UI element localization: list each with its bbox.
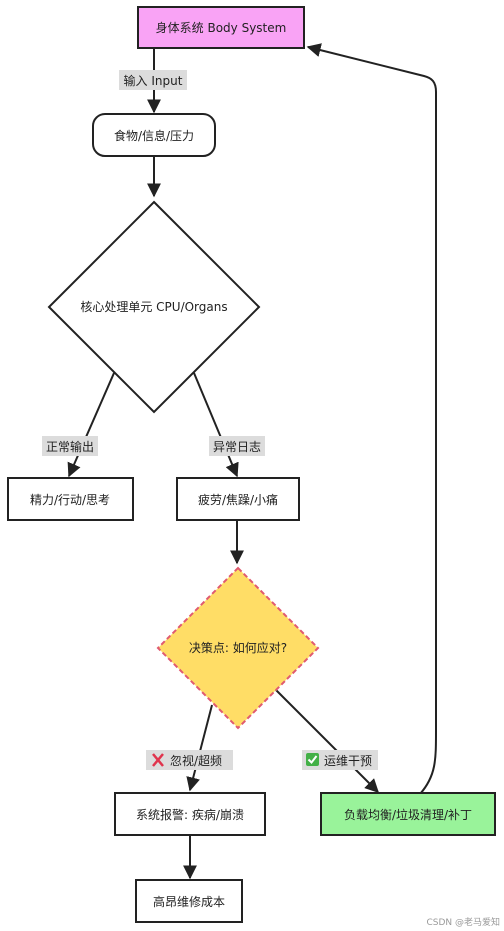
- normal-label: 正常输出: [46, 439, 94, 454]
- ops-label-bg: [302, 750, 378, 770]
- node-abnormal: 疲劳/焦躁/小痛: [176, 477, 300, 521]
- node-core: 核心处理单元 CPU/Organs: [47, 200, 261, 414]
- edges: [67, 43, 437, 880]
- node-input: 食物/信息/压力: [92, 113, 216, 157]
- node-normal: 精力/行动/思考: [7, 477, 134, 521]
- node-input-label: 食物/信息/压力: [114, 128, 194, 143]
- node-decision: 决策点: 如何应对?: [156, 566, 320, 730]
- edge-balance-to-body: [306, 43, 437, 795]
- abnormal-label-bg: [209, 436, 265, 456]
- node-body-system: 身体系统 Body System: [137, 6, 305, 49]
- input-label-bg: [119, 70, 187, 90]
- node-core-label: 核心处理单元 CPU/Organs: [80, 300, 227, 314]
- node-balance-label: 负载均衡/垃圾清理/补丁: [344, 807, 472, 822]
- node-body-system-label: 身体系统 Body System: [156, 20, 287, 35]
- edge-core-to-abnormal: [193, 372, 239, 478]
- node-abnormal-label: 疲劳/焦躁/小痛: [198, 492, 278, 507]
- node-decision-label: 决策点: 如何应对?: [189, 640, 287, 655]
- cross-mark-icon: [152, 753, 164, 767]
- ops-label: 运维干预: [324, 754, 372, 768]
- node-alarm-label: 系统报警: 疾病/崩溃: [136, 807, 244, 822]
- abnormal-label: 异常日志: [213, 440, 261, 454]
- watermark: CSDN @老马爱知: [426, 916, 500, 928]
- node-alarm: 系统报警: 疾病/崩溃: [114, 792, 266, 836]
- ignore-label: 忽视/超频: [170, 753, 222, 768]
- node-cost: 高昂维修成本: [135, 879, 243, 923]
- check-mark-icon: [306, 753, 319, 766]
- edge-labels: 输入 Input 正常输出 异常日志 忽视/超频 运维干预: [42, 70, 378, 770]
- node-balance: 负载均衡/垃圾清理/补丁: [320, 792, 496, 836]
- edge-core-to-normal: [67, 372, 115, 478]
- edge-decision-to-balance: [275, 689, 379, 793]
- edge-decision-to-alarm: [186, 704, 213, 792]
- node-normal-label: 精力/行动/思考: [30, 493, 110, 507]
- normal-label-bg: [42, 436, 98, 456]
- input-label: 输入 Input: [124, 73, 183, 88]
- node-cost-label: 高昂维修成本: [153, 894, 225, 909]
- ignore-label-bg: [146, 750, 233, 770]
